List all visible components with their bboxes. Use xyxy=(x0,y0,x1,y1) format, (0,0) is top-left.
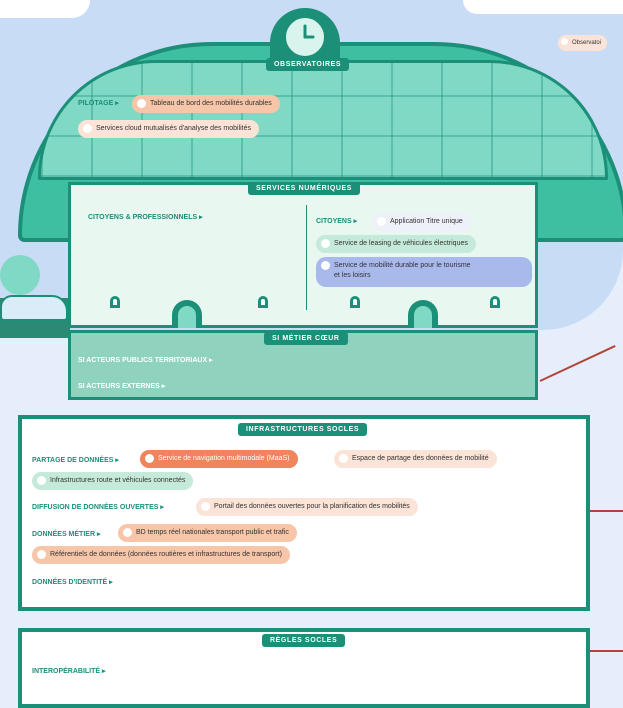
connector-line xyxy=(590,650,623,652)
pill-dot-icon xyxy=(37,550,46,559)
diffusion-label[interactable]: DIFFUSION DE DONNÉES OUVERTES ▸ xyxy=(32,504,164,511)
door-icon xyxy=(350,296,360,308)
pilotage-pill-1[interactable]: Tableau de bord des mobilités durables xyxy=(132,95,280,113)
partage-pill-infra[interactable]: Infrastructures route et véhicules conne… xyxy=(32,472,194,490)
pill-dot-icon xyxy=(321,239,330,248)
door-icon xyxy=(258,296,268,308)
services-pill-titre[interactable]: Application Titre unique xyxy=(372,213,471,231)
pill-label: Service de navigation multimodale (MaaS) xyxy=(158,455,290,462)
services-pill-leasing[interactable]: Service de leasing de véhicules électriq… xyxy=(316,235,476,253)
arch-icon xyxy=(408,300,438,328)
pill-dot-icon xyxy=(123,528,132,537)
car-icon xyxy=(0,295,68,321)
pill-label: Services cloud mutualisés d'analyse des … xyxy=(96,125,252,132)
pill-label: Espace de partage des données de mobilit… xyxy=(352,455,489,462)
services-divider xyxy=(306,205,307,310)
observatoire-side-pill[interactable]: Observatoi xyxy=(558,35,608,51)
services-building xyxy=(68,182,538,328)
partage-pill-maas[interactable]: Service de navigation multimodale (MaaS) xyxy=(140,450,298,468)
background-corner-right xyxy=(463,0,623,14)
pill-label: BD temps réel nationales transport publi… xyxy=(136,529,289,536)
background-corner xyxy=(0,0,90,18)
pill-label: Référentiels de données (données routièr… xyxy=(50,551,282,558)
pill-label: Observatoi xyxy=(572,40,602,46)
pill-label: Tableau de bord des mobilités durables xyxy=(150,100,272,107)
infra-banner: INFRASTRUCTURES SOCLES xyxy=(238,423,368,436)
citoyens-label[interactable]: CITOYENS ▸ xyxy=(316,218,358,225)
regles-banner: RÈGLES SOCLES xyxy=(262,634,346,647)
observatoires-banner: OBSERVATOIRES xyxy=(266,58,350,71)
metier-label[interactable]: DONNÉES MÉTIER ▸ xyxy=(32,531,101,538)
pill-label: Portail des données ouvertes pour la pla… xyxy=(214,503,410,510)
pill-dot-icon xyxy=(377,217,386,226)
pill-label-2: et les loisirs xyxy=(334,272,371,279)
si-item-externes[interactable]: SI ACTEURS EXTERNES ▸ xyxy=(78,383,166,390)
diffusion-pill-portail[interactable]: Portail des données ouvertes pour la pla… xyxy=(196,498,418,516)
interop-label[interactable]: INTEROPÉRABILITÉ ▸ xyxy=(32,668,106,675)
clock-hands xyxy=(303,24,315,39)
door-icon xyxy=(110,296,120,308)
connector-line xyxy=(590,510,623,512)
location-pin-icon xyxy=(321,261,330,270)
pill-dot-icon xyxy=(83,124,92,133)
pilotage-label[interactable]: PILOTAGE ▸ xyxy=(78,100,119,107)
pill-dot-icon xyxy=(339,454,348,463)
connector-line xyxy=(539,345,616,382)
si-banner: SI MÉTIER CŒUR xyxy=(264,332,348,345)
si-item-publics[interactable]: SI ACTEURS PUBLICS TERRITORIAUX ▸ xyxy=(78,357,213,364)
tree-icon xyxy=(0,255,40,295)
pill-label: Infrastructures route et véhicules conne… xyxy=(50,477,186,484)
location-pin-icon xyxy=(145,454,154,463)
pill-label: Application Titre unique xyxy=(390,218,463,225)
services-pill-tourisme[interactable]: Service de mobilité durable pour le tour… xyxy=(316,257,532,287)
arch-icon xyxy=(172,300,202,328)
pill-dot-icon xyxy=(201,502,210,511)
pill-dot-icon xyxy=(561,38,568,45)
home-icon xyxy=(37,476,46,485)
pill-dot-icon xyxy=(137,99,146,108)
metier-pill-bd[interactable]: BD temps réel nationales transport publi… xyxy=(118,524,297,542)
identite-label[interactable]: DONNÉES D'IDENTITÉ ▸ xyxy=(32,579,113,586)
pilotage-pill-2[interactable]: Services cloud mutualisés d'analyse des … xyxy=(78,120,260,138)
partage-pill-espace[interactable]: Espace de partage des données de mobilit… xyxy=(334,450,497,468)
si-metier-box xyxy=(68,330,538,400)
citoyens-pro-label[interactable]: CITOYENS & PROFESSIONNELS ▸ xyxy=(88,214,203,221)
metier-pill-referentiels[interactable]: Référentiels de données (données routièr… xyxy=(32,546,290,564)
door-icon xyxy=(490,296,500,308)
partage-label[interactable]: PARTAGE DE DONNÉES ▸ xyxy=(32,457,119,464)
pill-label: Service de mobilité durable pour le tour… xyxy=(334,262,471,269)
pill-label: Service de leasing de véhicules électriq… xyxy=(334,240,468,247)
services-banner: SERVICES NUMÉRIQUES xyxy=(248,182,361,195)
clock-icon xyxy=(282,14,328,60)
